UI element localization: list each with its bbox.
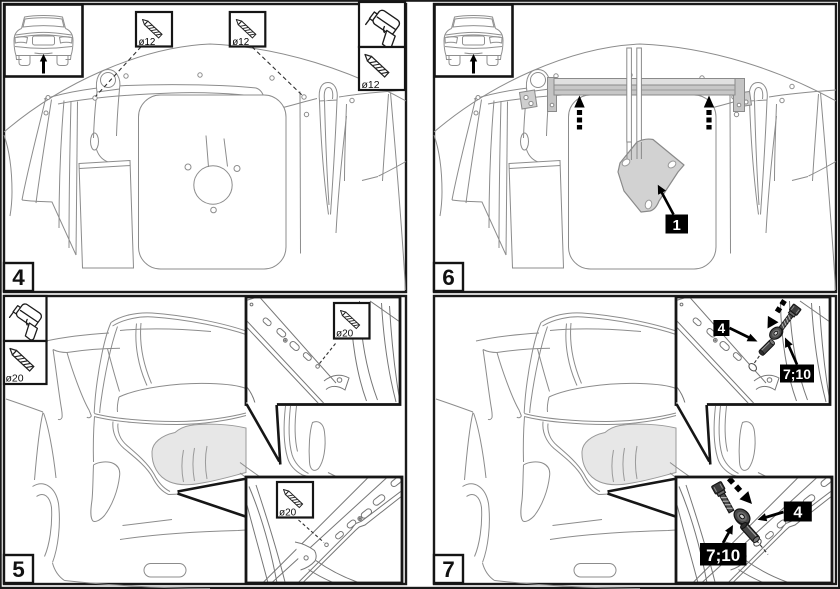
svg-text:4: 4 [793, 504, 802, 521]
svg-text:5: 5 [12, 557, 25, 582]
svg-text:ø20: ø20 [279, 508, 297, 519]
svg-text:ø12: ø12 [139, 37, 156, 48]
svg-text:4: 4 [12, 265, 25, 290]
svg-text:7: 7 [442, 557, 455, 582]
svg-text:ø20: ø20 [336, 329, 354, 340]
svg-text:7;10: 7;10 [783, 366, 811, 382]
svg-text:ø12: ø12 [362, 79, 380, 91]
svg-text:7;10: 7;10 [706, 546, 740, 565]
svg-text:ø20: ø20 [6, 373, 24, 385]
svg-text:6: 6 [442, 265, 455, 290]
svg-text:ø12: ø12 [232, 37, 249, 48]
svg-text:1: 1 [673, 217, 681, 234]
svg-text:4: 4 [718, 321, 726, 336]
